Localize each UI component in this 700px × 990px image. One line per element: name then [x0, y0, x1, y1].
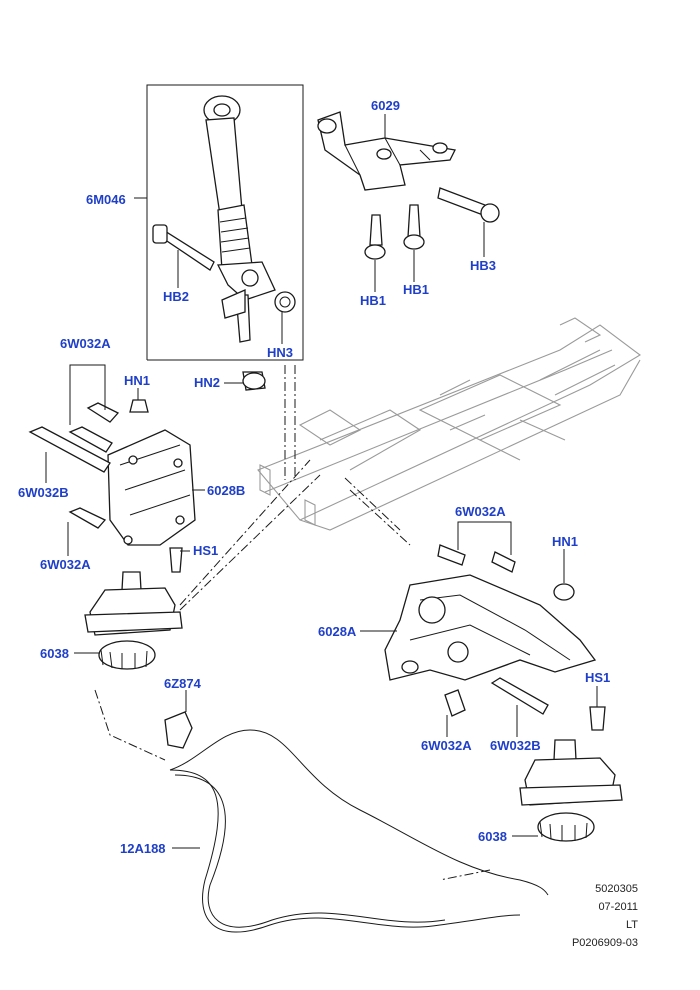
label-6W032A-1: 6W032A: [60, 336, 111, 351]
label-HN3: HN3: [267, 345, 294, 360]
label-6W032A-3: 6W032A: [455, 504, 506, 519]
label-6W032B-1: 6W032B: [18, 485, 69, 500]
label-6M046: 6M046: [86, 192, 126, 207]
label-12A188: 12A188: [120, 841, 166, 856]
label-6038-2: 6038: [478, 829, 507, 844]
label-6W032B-2: 6W032B: [490, 738, 541, 753]
drawing-ref: P0206909-03: [571, 937, 638, 949]
label-HN1-1: HN1: [124, 373, 151, 388]
strut-6M046: [152, 95, 296, 391]
chassis-frame: [257, 317, 641, 531]
label-6028B: 6028B: [207, 483, 246, 498]
label-HS1-2: HS1: [585, 670, 611, 685]
label-HN1-2: HN1: [552, 534, 579, 549]
phantom-link-right: [284, 365, 491, 881]
stud-HS1-left: [169, 547, 183, 573]
label-HB2: HB2: [163, 289, 190, 304]
bracket-6029: [317, 111, 500, 260]
phantom-link-left: [94, 459, 321, 761]
inset-frame: [146, 84, 304, 361]
label-HB1-a: HB1: [360, 293, 387, 308]
drawing-region: LT: [625, 919, 638, 931]
label-6029: 6029: [371, 98, 400, 113]
bracket-6028B: [28, 399, 196, 546]
label-HB1-b: HB1: [403, 282, 430, 297]
engine-mount-6038-right: [519, 706, 623, 842]
drawing-code: 5020305: [595, 883, 638, 895]
label-6028A: 6028A: [318, 624, 357, 639]
label-6W032A-4: 6W032A: [421, 738, 472, 753]
harness-12A188: [169, 729, 549, 933]
label-6Z874: 6Z874: [164, 676, 201, 691]
engine-mount-6038-left: [84, 571, 183, 670]
bracket-6028A: [384, 544, 597, 717]
label-6W032A-2: 6W032A: [40, 557, 91, 572]
label-HN2: HN2: [194, 375, 221, 390]
label-6038-1: 6038: [40, 646, 69, 661]
label-HS1-1: HS1: [193, 543, 219, 558]
sensor-6Z874: [164, 711, 193, 749]
label-HB3: HB3: [470, 258, 497, 273]
drawing-reference-block: 5020305 07-2011 LT P0206909-03: [572, 880, 638, 952]
drawing-date: 07-2011: [598, 901, 638, 913]
leader-lines: [45, 114, 598, 849]
